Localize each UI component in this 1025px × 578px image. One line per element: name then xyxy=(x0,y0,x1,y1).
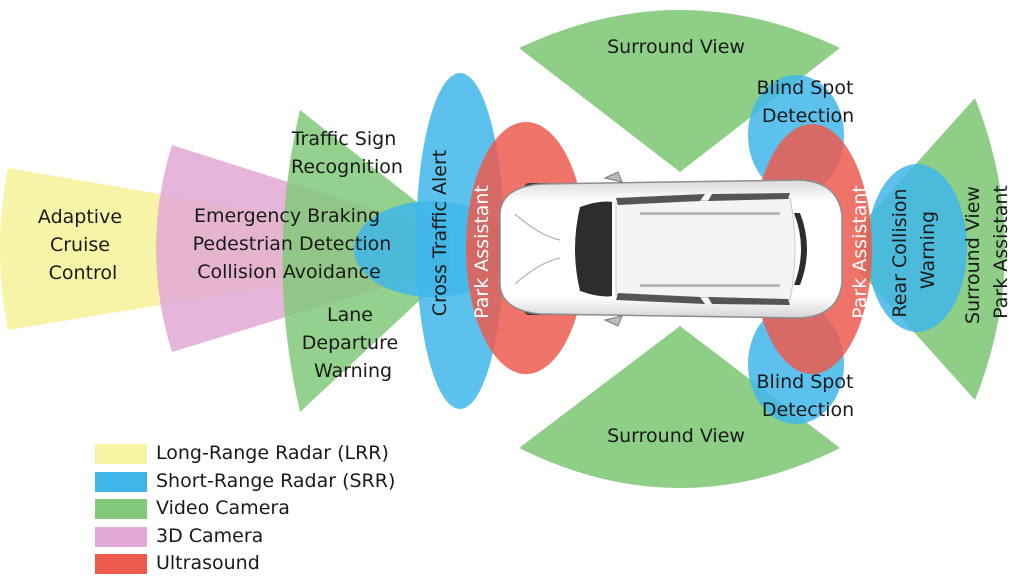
legend-swatch-ultrasound xyxy=(95,554,147,574)
legend-swatch-lrr xyxy=(95,444,147,464)
rear-collision-label: Rear Collision Warning xyxy=(889,182,939,317)
legend-label-lrr: Long-Range Radar (LRR) xyxy=(156,442,389,464)
surround-bottom-zone xyxy=(519,326,840,488)
legend-swatch-srr xyxy=(95,471,147,492)
lane-departure-label: Lane Departure Warning xyxy=(302,304,404,382)
traffic-sign-label: Traffic Sign Recognition xyxy=(291,128,403,178)
rear-collision-zone xyxy=(867,164,967,332)
surround-top-zone xyxy=(519,10,840,172)
legend-item-video: Video Camera xyxy=(95,495,425,523)
blind-spot-bottom-label: Blind Spot Detection xyxy=(757,371,860,421)
legend-swatch-video xyxy=(95,499,147,519)
car-illustration xyxy=(499,171,843,327)
legend-label-3d: 3D Camera xyxy=(156,524,264,547)
legend-item-srr: Short-Range Radar (SRR) xyxy=(95,468,425,496)
acc-label: Adaptive Cruise Control xyxy=(38,206,128,284)
legend-label-ultrasound: Ultrasound xyxy=(156,552,260,574)
legend: Long-Range Radar (LRR) Short-Range Radar… xyxy=(95,440,425,578)
legend-item-3d: 3D Camera xyxy=(95,523,425,551)
park-rear-label: Park Assistant xyxy=(849,185,871,319)
legend-item-lrr: Long-Range Radar (LRR) xyxy=(95,440,425,468)
legend-label-srr: Short-Range Radar (SRR) xyxy=(156,469,396,492)
blind-spot-top-label: Blind Spot Detection xyxy=(757,77,860,127)
surround-rear-label: Surround View Park Assistant xyxy=(962,180,1012,324)
cross-traffic-label: Cross Traffic Alert xyxy=(429,150,451,316)
emergency-label: Emergency Braking Pedestrian Detection C… xyxy=(193,205,398,283)
surround-bottom-label: Surround View xyxy=(607,425,745,447)
surround-top-label: Surround View xyxy=(607,36,745,58)
legend-item-ultrasound: Ultrasound xyxy=(95,550,425,578)
legend-label-video: Video Camera xyxy=(156,497,290,519)
park-front-label: Park Assistant xyxy=(471,185,493,319)
legend-swatch-3d xyxy=(95,526,147,547)
